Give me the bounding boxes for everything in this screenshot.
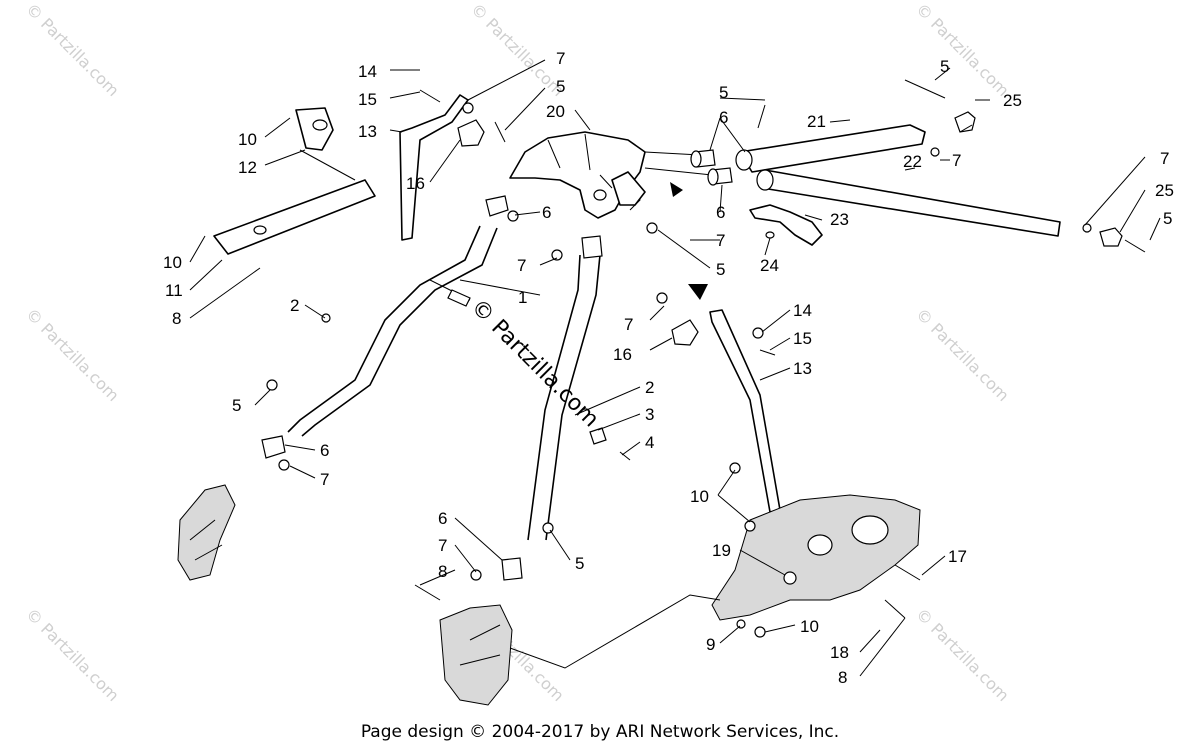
- callout-10-top-left[interactable]: 10: [238, 130, 257, 149]
- callout-14-right[interactable]: 14: [793, 301, 812, 320]
- callout-7-bottom[interactable]: 7: [438, 536, 447, 555]
- watermark-top-mid: © Partzilla.com: [467, 0, 568, 100]
- watermark-bottom-right: © Partzilla.com: [912, 604, 1013, 705]
- callout-7-hub-low[interactable]: 7: [716, 231, 725, 250]
- callout-20[interactable]: 20: [546, 102, 565, 121]
- callout-12[interactable]: 12: [238, 158, 257, 177]
- callout-3[interactable]: 3: [645, 405, 654, 424]
- callout-7-center[interactable]: 7: [517, 256, 526, 275]
- watermark-top-right: © Partzilla.com: [912, 0, 1013, 100]
- callout-7-left-low[interactable]: 7: [320, 470, 329, 489]
- callout-17[interactable]: 17: [948, 547, 967, 566]
- callout-25-lower[interactable]: 25: [1155, 181, 1174, 200]
- callout-8-bottom-right[interactable]: 8: [838, 668, 847, 687]
- callout-16-left[interactable]: 16: [406, 174, 425, 193]
- callout-7-right-clamp[interactable]: 7: [624, 315, 633, 334]
- callout-5-left-mid[interactable]: 5: [232, 396, 241, 415]
- callout-13-right[interactable]: 13: [793, 359, 812, 378]
- callout-14-left[interactable]: 14: [358, 62, 377, 81]
- callout-15-right[interactable]: 15: [793, 329, 812, 348]
- callout-15-left[interactable]: 15: [358, 90, 377, 109]
- callout-5-hub-low[interactable]: 5: [716, 260, 725, 279]
- callout-5-top[interactable]: 5: [556, 77, 565, 96]
- callout-8-bottom-center[interactable]: 8: [438, 562, 447, 581]
- callout-18[interactable]: 18: [830, 643, 849, 662]
- callout-8-left[interactable]: 8: [172, 309, 181, 328]
- callout-2-left[interactable]: 2: [290, 296, 299, 315]
- watermark-mid-right: © Partzilla.com: [912, 304, 1013, 405]
- callout-6-center[interactable]: 6: [542, 203, 551, 222]
- parts-drawing: [177, 79, 1146, 706]
- watermark-mid-left: © Partzilla.com: [22, 304, 123, 405]
- callout-5-upper-right[interactable]: 5: [940, 57, 949, 76]
- watermark-top-left: © Partzilla.com: [22, 0, 123, 100]
- callout-6-bottom[interactable]: 6: [438, 509, 447, 528]
- callouts: 14 15 13 10 12 16 7 5 20 5 6 21 5 25 7 2…: [163, 49, 1174, 687]
- callout-6-hub-top[interactable]: 6: [719, 108, 728, 127]
- callout-19[interactable]: 19: [712, 541, 731, 560]
- watermark-bottom-left: © Partzilla.com: [22, 604, 123, 705]
- callout-10-left[interactable]: 10: [163, 253, 182, 272]
- callout-22[interactable]: 22: [903, 152, 922, 171]
- callout-10-right-mid[interactable]: 10: [690, 487, 709, 506]
- callout-5-bottom-center[interactable]: 5: [575, 554, 584, 573]
- callout-23[interactable]: 23: [830, 210, 849, 229]
- callout-7-far-right[interactable]: 7: [1160, 149, 1169, 168]
- callout-2-mid[interactable]: 2: [645, 378, 654, 397]
- callout-10-bottom[interactable]: 10: [800, 617, 819, 636]
- callout-4[interactable]: 4: [645, 433, 654, 452]
- callout-5-hub[interactable]: 5: [719, 83, 728, 102]
- callout-21[interactable]: 21: [807, 112, 826, 131]
- callout-24[interactable]: 24: [760, 256, 779, 275]
- callout-9[interactable]: 9: [706, 635, 715, 654]
- callout-5-far-right[interactable]: 5: [1163, 209, 1172, 228]
- callout-11[interactable]: 11: [165, 281, 183, 300]
- leader-lines: [189, 59, 1161, 677]
- copyright-footer: Page design © 2004-2017 by ARI Network S…: [360, 722, 840, 742]
- callout-7-upper-right[interactable]: 7: [952, 151, 961, 170]
- callout-13-left[interactable]: 13: [358, 122, 377, 141]
- callout-1[interactable]: 1: [518, 288, 527, 307]
- watermark-layer: © Partzilla.com © Partzilla.com © Partzi…: [22, 0, 1013, 705]
- callout-16-right[interactable]: 16: [613, 345, 632, 364]
- callout-6-left-low[interactable]: 6: [320, 441, 329, 460]
- callout-6-hub-mid[interactable]: 6: [716, 203, 725, 222]
- callout-25-upper[interactable]: 25: [1003, 91, 1022, 110]
- callout-7-top[interactable]: 7: [556, 49, 565, 68]
